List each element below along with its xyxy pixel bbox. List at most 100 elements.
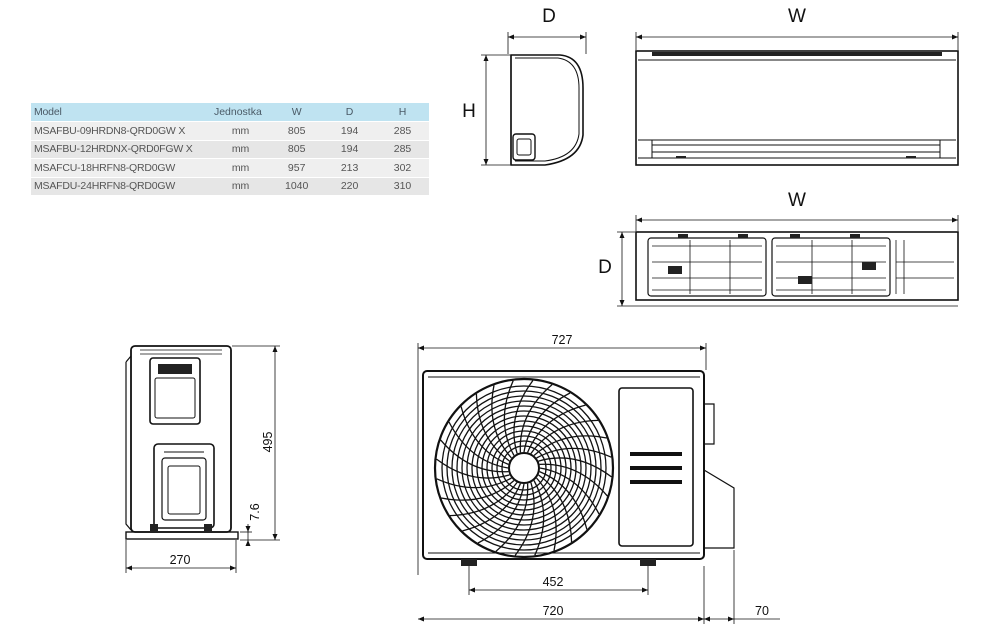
- fan-grille-spoke: [462, 483, 522, 532]
- cell-model: MSAFCU-18HRFN8-QRD0GW: [31, 158, 211, 177]
- outdoor-front-offset-label: 70: [755, 604, 769, 618]
- cell-model: MSAFDU-24HRFN8-QRD0GW: [31, 176, 211, 195]
- fan-grille-spoke: [436, 477, 512, 489]
- fan-grille-spoke: [533, 435, 607, 456]
- fan-grille-spoke: [530, 419, 599, 454]
- fan-grille-spoke: [536, 447, 612, 459]
- fan-grille-spoke: [436, 458, 510, 479]
- table-row: MSAFDU-24HRFN8-QRD0GW mm 1040 220 310: [31, 176, 429, 195]
- fan-grille-ring: [491, 435, 557, 501]
- indoor-front-view: [635, 50, 959, 166]
- fan-grille-spoke: [460, 406, 509, 466]
- outdoor-side-width-label: 270: [170, 553, 191, 567]
- outdoor-front-width-dimension: [417, 343, 707, 575]
- cell-unit: mm: [210, 121, 271, 140]
- fan-grille-ring: [476, 420, 572, 516]
- indoor-side-height-dimension: [481, 54, 510, 166]
- fan-grille-spoke: [526, 404, 586, 453]
- outdoor-side-view: [125, 345, 239, 540]
- fan-grille-spoke: [514, 482, 535, 556]
- fan-grille-ring: [471, 415, 577, 521]
- cell-w: 1040: [270, 176, 324, 195]
- fan-grille-spoke: [495, 483, 529, 552]
- cell-unit: mm: [210, 176, 271, 195]
- cell-w: 957: [270, 158, 324, 177]
- indoor-top-depth-label: D: [598, 257, 612, 278]
- fan-grille-spoke: [538, 474, 573, 543]
- fan-grille-spoke: [533, 480, 545, 556]
- fan-grille-spoke: [519, 384, 553, 453]
- outdoor-front-view: [422, 370, 735, 566]
- indoor-front-width-label: W: [788, 6, 806, 27]
- fan-grille-spoke: [448, 421, 509, 469]
- indoor-top-view: [635, 231, 959, 301]
- table-row: MSAFBU-09HRDN8-QRD0GW X mm 805 194 285: [31, 121, 429, 140]
- cell-d: 220: [323, 176, 377, 195]
- header-unit: Jednostka: [210, 103, 271, 122]
- fan-grille: [433, 377, 615, 559]
- cell-d: 194: [323, 121, 377, 140]
- fan-grille-ring: [501, 445, 547, 491]
- header-h: H: [376, 103, 429, 122]
- indoor-top-width-label: W: [788, 190, 806, 211]
- fan-grille-spoke: [491, 385, 512, 459]
- cell-h: 285: [376, 139, 429, 159]
- fan-grille-ring: [466, 410, 582, 526]
- fan-grille-ring: [461, 405, 587, 531]
- fan-grille-spoke: [449, 482, 518, 517]
- outdoor-front-base-dimension: [418, 566, 705, 624]
- outdoor-front-base-label: 720: [543, 604, 564, 618]
- cell-d: 213: [323, 158, 377, 177]
- table-row: MSAFBU-12HRDNX-QRD0FGW X mm 805 194 285: [31, 139, 429, 159]
- cell-w: 805: [270, 121, 324, 140]
- indoor-side-depth-label: D: [542, 6, 556, 27]
- fan-grille-spoke: [477, 483, 525, 544]
- fan-grille-spoke: [523, 392, 571, 453]
- fan-grille-spoke: [536, 477, 557, 551]
- indoor-side-height-label: H: [462, 101, 476, 122]
- outdoor-side-width-dimension: [125, 540, 237, 573]
- indoor-side-depth-dimension: [507, 32, 587, 54]
- outdoor-front-mount-label: 452: [543, 575, 564, 589]
- fan-grille-spoke: [539, 470, 588, 530]
- fan-grille-ring: [486, 430, 562, 506]
- outdoor-side-foot-label: 7.6: [248, 503, 262, 520]
- cell-h: 310: [376, 176, 429, 195]
- indoor-front-width-dimension: [635, 32, 959, 50]
- outdoor-side-height-label: 495: [261, 432, 275, 453]
- fan-grille-ring: [446, 390, 602, 546]
- fan-grille-spoke: [513, 380, 534, 454]
- fan-grille-spoke: [538, 457, 612, 478]
- fan-grille-ring: [441, 385, 607, 551]
- cell-h: 285: [376, 121, 429, 140]
- fan-grille-spoke: [475, 393, 510, 462]
- header-model: Model: [31, 103, 211, 122]
- cell-h: 302: [376, 158, 429, 177]
- indoor-top-depth-dimension: [617, 231, 958, 307]
- outdoor-front-offset-dimension: [704, 550, 780, 624]
- table-row: MSAFCU-18HRFN8-QRD0GW mm 957 213 302: [31, 158, 429, 177]
- header-w: W: [270, 103, 324, 122]
- outdoor-side-foot-dimension: [240, 524, 252, 546]
- fan-grille-spoke: [539, 467, 600, 515]
- outdoor-side-height-dimension: [232, 345, 280, 541]
- cell-w: 805: [270, 139, 324, 159]
- dimensions-table: Model Jednostka W D H MSAFBU-09HRDN8-QRD…: [31, 103, 429, 195]
- cell-model: MSAFBU-09HRDN8-QRD0GW X: [31, 121, 211, 140]
- indoor-top-width-dimension: [635, 215, 959, 231]
- header-d: D: [323, 103, 377, 122]
- table-header-row: Model Jednostka W D H: [31, 103, 429, 122]
- fan-grille-spoke: [503, 380, 515, 456]
- outdoor-front-width-label: 727: [552, 333, 573, 347]
- cell-d: 194: [323, 139, 377, 159]
- fan-grille-spoke: [440, 439, 509, 473]
- cell-model: MSAFBU-12HRDNX-QRD0FGW X: [31, 139, 211, 159]
- outdoor-front-mount-dimension: [468, 566, 649, 595]
- fan-grille-spoke: [539, 463, 608, 497]
- fan-grille-spoke: [441, 480, 515, 501]
- cell-unit: mm: [210, 139, 271, 159]
- fan-grille-ring: [451, 395, 597, 541]
- indoor-side-view: [510, 54, 584, 166]
- fan-grille-ring: [456, 400, 592, 536]
